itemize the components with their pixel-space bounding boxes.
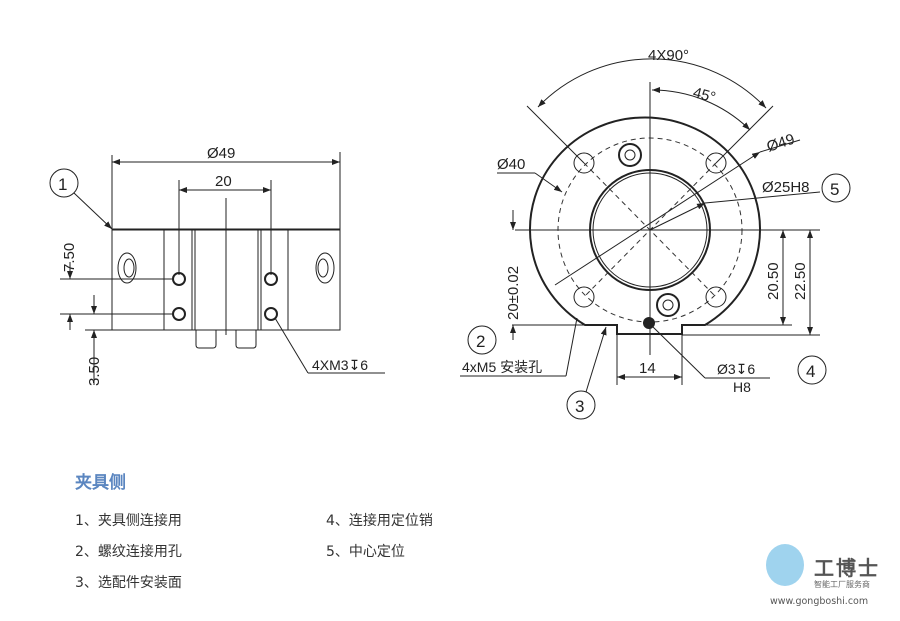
legend-item: 4、连接用定位销 <box>326 513 433 529</box>
dim-7-50: 7.50 <box>61 243 78 272</box>
callout-3-text: 3 <box>575 397 584 416</box>
legend-item: 2、螺纹连接用孔 <box>75 544 182 560</box>
dia-49: Ø49 <box>765 131 797 156</box>
front-view: 4X90° 45° Ø40 Ø49 Ø25H8 5 20±0.02 20.50 … <box>460 47 851 420</box>
dim-width: 20 <box>215 173 232 190</box>
thread-label: 4XM3↧6 <box>312 357 368 373</box>
dim-22-50: 22.50 <box>792 262 809 300</box>
logo-name: 工博士 <box>814 556 880 580</box>
dim-diameter: Ø49 <box>207 145 235 162</box>
callout-2 <box>467 325 497 355</box>
section-title: 夹具侧 <box>75 473 126 493</box>
dia-25: Ø25H8 <box>762 179 810 196</box>
angle-45: 45° <box>691 84 717 106</box>
callout-4 <box>797 355 827 385</box>
callout-2-text: 2 <box>476 332 485 351</box>
legend-item: 5、中心定位 <box>326 544 405 560</box>
dim-20-50: 20.50 <box>765 262 782 300</box>
pin-fit: H8 <box>733 379 751 395</box>
logo-tagline: 智能工厂服务商 <box>814 580 870 589</box>
dim-20: 20±0.02 <box>505 266 522 320</box>
callout-5 <box>821 173 851 203</box>
flange-outline <box>529 116 761 335</box>
logo-url: www.gongboshi.com <box>770 596 869 607</box>
mount-label: 4xM5 安装孔 <box>462 359 542 375</box>
legend-item: 3、选配件安装面 <box>75 575 182 591</box>
dia-40: Ø40 <box>497 156 525 173</box>
angle-4x90: 4X90° <box>648 47 689 64</box>
pin-label: Ø3↧6 <box>717 361 755 377</box>
brand-logo: 工博士 智能工厂服务商 www.gongboshi.com <box>762 538 892 613</box>
callout-5-text: 5 <box>830 180 839 199</box>
callout-1 <box>49 168 79 198</box>
locating-pins <box>195 330 257 349</box>
dim-14: 14 <box>639 360 656 377</box>
callout-4-text: 4 <box>806 362 815 381</box>
side-view: Ø49 20 7.50 3.50 4XM3↧6 1 <box>49 145 385 386</box>
callout-1-text: 1 <box>58 175 67 194</box>
legend-item: 1、夹具侧连接用 <box>75 513 182 529</box>
mascot-icon <box>766 544 804 586</box>
callout-3 <box>566 390 596 420</box>
dim-3-50: 3.50 <box>86 357 103 386</box>
